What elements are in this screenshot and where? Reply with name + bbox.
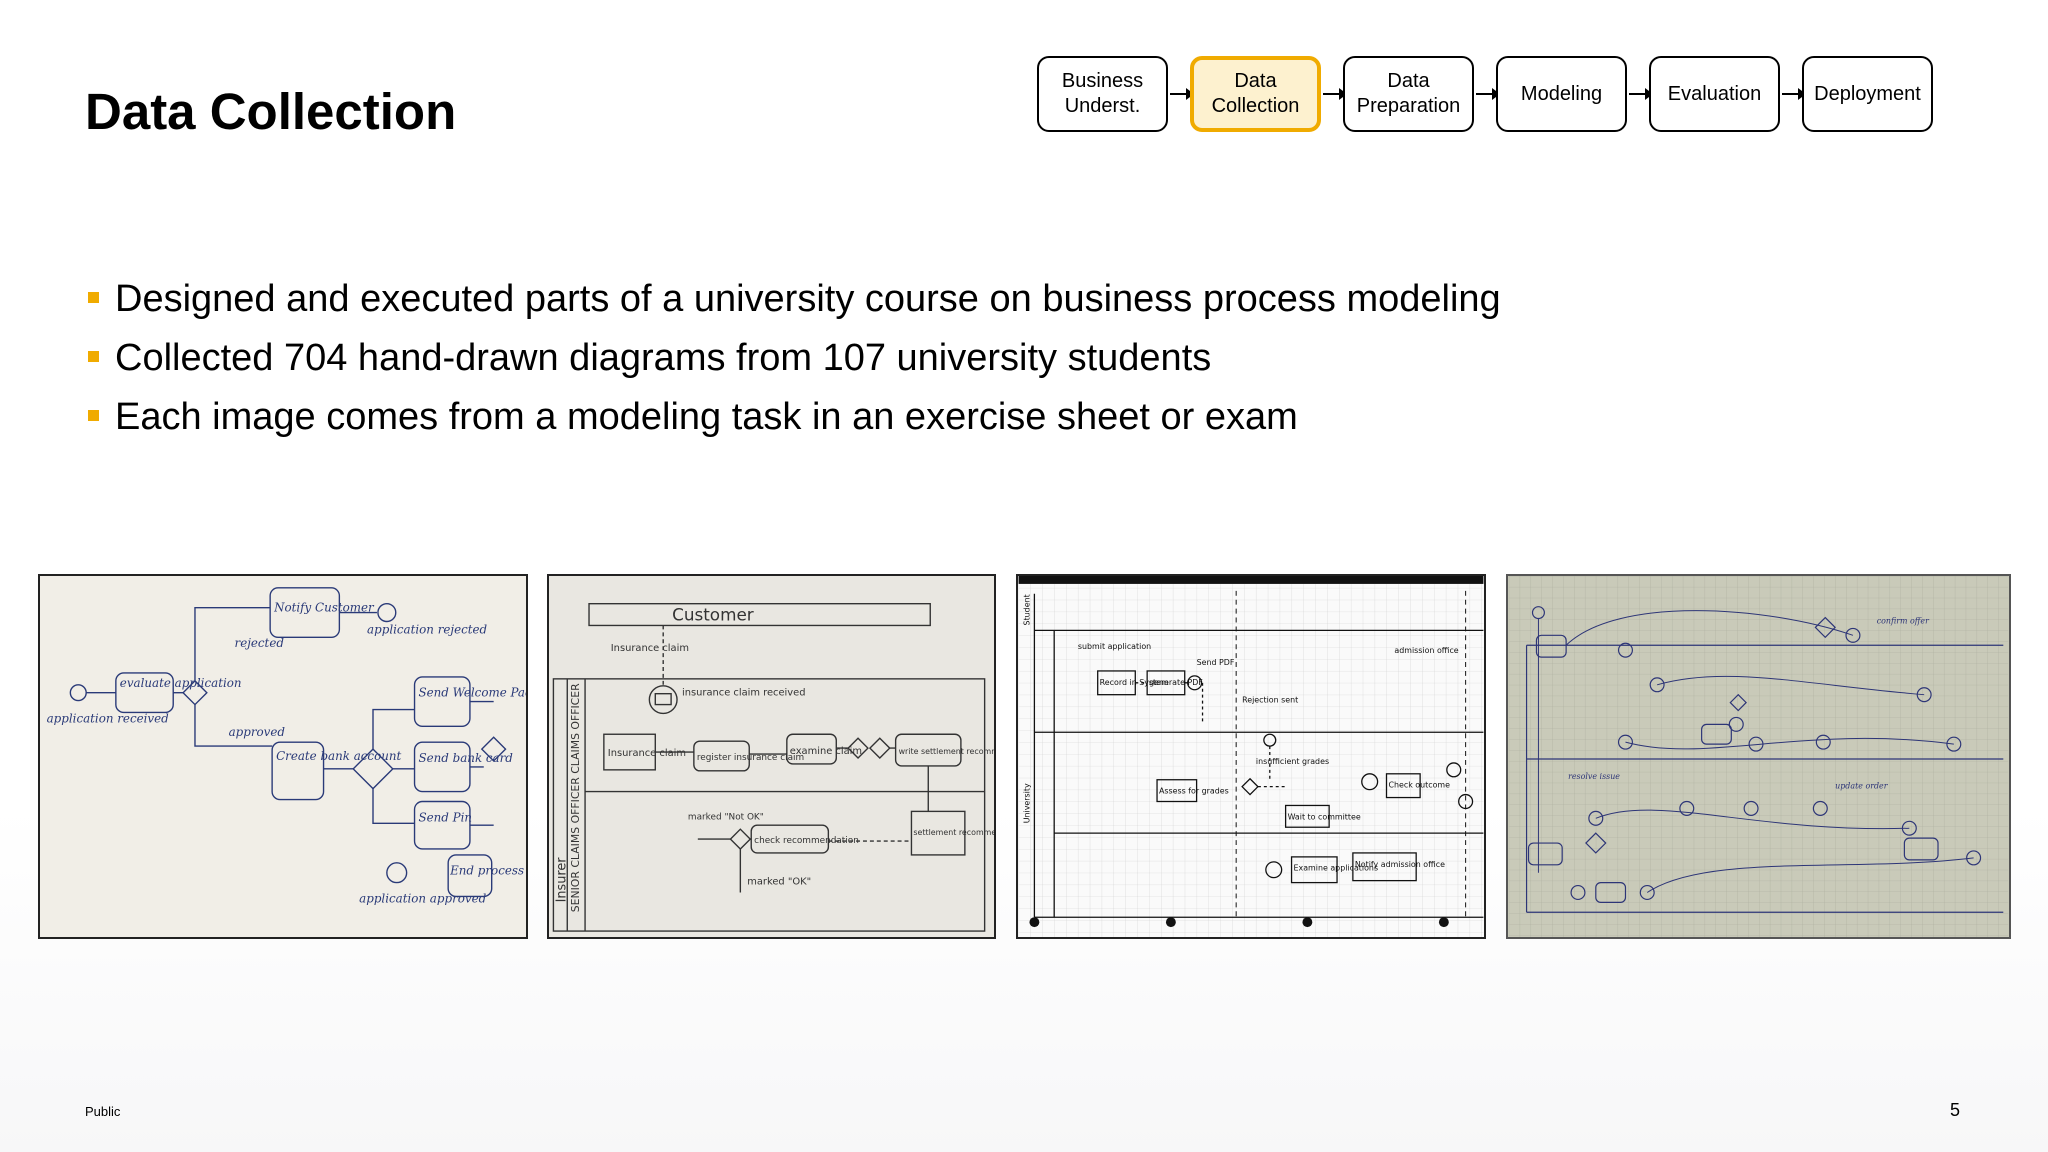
diagram-image-1: application received evaluate applicatio… (38, 574, 528, 939)
step-data-preparation: Data Preparation (1343, 56, 1474, 132)
step-deployment: Deployment (1802, 56, 1933, 132)
step-data-collection: Data Collection (1190, 56, 1321, 132)
step-modeling: Modeling (1496, 56, 1627, 132)
image-3-label: Wait to committee (1288, 812, 1361, 821)
image-3-label: Notify admission office (1355, 860, 1445, 869)
arrow-icon (1323, 88, 1347, 100)
bullet-item: Designed and executed parts of a univers… (85, 270, 1501, 329)
image-2-label: Insurance claim (608, 748, 686, 759)
image-1-label: application rejected (367, 622, 487, 636)
image-1-label: Send bank card (418, 751, 513, 765)
image-3-label: Record in System (1100, 678, 1169, 687)
bullet-list: Designed and executed parts of a univers… (85, 270, 1501, 447)
image-2-label: Insurer (554, 857, 569, 903)
image-4-label: update order (1835, 782, 1889, 791)
diagram-image-2: Customer Insurance claim insurance claim… (547, 574, 996, 939)
bullet-item: Each image comes from a modeling task in… (85, 388, 1501, 447)
image-3-label: Examine applications (1294, 864, 1379, 873)
image-3-label: Assess for grades (1159, 787, 1229, 796)
square-bullet-icon (88, 292, 99, 303)
image-2-label: Insurance claim (611, 643, 689, 654)
footer-classification: Public (85, 1104, 121, 1119)
image-2-label: check recommendation (754, 836, 859, 846)
bullet-item: Collected 704 hand-drawn diagrams from 1… (85, 329, 1501, 388)
image-2-label: SENIOR CLAIMS OFFICER (569, 777, 582, 913)
image-1-label: evaluate application (120, 676, 242, 690)
image-3-label: insufficient grades (1256, 757, 1329, 766)
process-flow: Business Underst. Data Collection Data P… (1037, 56, 1937, 136)
slide-title: Data Collection (85, 83, 457, 140)
image-2-label: register insurance claim (697, 753, 804, 763)
step-business-understanding: Business Underst. (1037, 56, 1168, 132)
image-1-label: Create bank account (276, 749, 401, 763)
image-2-label: write settlement recommendation (899, 747, 994, 756)
page-number: 5 (1950, 1100, 1961, 1120)
image-3-label: admission office (1394, 646, 1458, 655)
square-bullet-icon (88, 351, 99, 362)
image-2-label: insurance claim received (682, 688, 806, 699)
image-3-label: University (1022, 783, 1031, 823)
image-1-label: Send Pin (418, 810, 472, 824)
image-1-label: approved (229, 725, 286, 739)
image-3-label: submit application (1078, 642, 1151, 651)
diagram-image-4: confirm offer update order resolve issue (1506, 574, 2011, 939)
image-2-label: marked "Not OK" (688, 812, 764, 822)
image-2-label: marked "OK" (747, 877, 811, 888)
image-3-label: Student (1022, 594, 1031, 625)
arrow-icon (1170, 88, 1194, 100)
image-2-label: Customer (672, 605, 754, 625)
square-bullet-icon (88, 410, 99, 421)
image-2-label: settlement recommendation (913, 828, 994, 837)
arrow-icon (1476, 88, 1500, 100)
image-1-label: rejected (235, 636, 285, 650)
image-3-label: generate PDF (1149, 678, 1203, 687)
image-1-label: End process (449, 864, 524, 878)
hand-drawn-diagram: application received evaluate applicatio… (47, 587, 526, 905)
arrow-icon (1782, 88, 1806, 100)
image-3-label: Rejection sent (1242, 696, 1298, 705)
diagram-image-3: submit application Record in System gene… (1016, 574, 1486, 939)
hand-drawn-diagram: submit application Record in System gene… (1018, 576, 1484, 937)
image-3-label: Check outcome (1388, 781, 1450, 790)
image-1-label: application received (47, 711, 170, 725)
arrow-icon (1629, 88, 1653, 100)
image-3-label: Send PDF (1197, 658, 1235, 667)
image-2-label: CLAIMS OFFICER (569, 683, 582, 774)
image-4-label: confirm offer (1877, 616, 1930, 625)
hand-drawn-diagram: confirm offer update order resolve issue (1508, 576, 2009, 937)
step-evaluation: Evaluation (1649, 56, 1780, 132)
image-4-label: resolve issue (1568, 772, 1620, 781)
image-1-label: Send Welcome Pack (418, 686, 526, 700)
image-2-label: examine claim (790, 746, 862, 757)
hand-drawn-diagram: Customer Insurance claim insurance claim… (552, 603, 994, 932)
image-1-label: application approved (359, 891, 486, 905)
image-1-label: Notify Customer (273, 601, 375, 615)
